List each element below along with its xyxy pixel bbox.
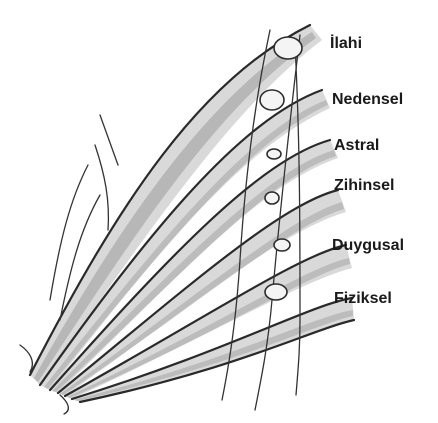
node-ilahi <box>274 37 302 59</box>
layer-label-zihinsel: Zihinsel <box>334 177 394 194</box>
node-nedensel <box>260 90 284 110</box>
layer-label-nedensel: Nedensel <box>332 91 403 108</box>
layer-label-fiziksel: Fiziksel <box>334 290 392 307</box>
horn-shading <box>30 25 354 402</box>
layer-label-ilahi: İlahi <box>330 34 362 52</box>
node-astral <box>267 149 281 159</box>
node-duygusal <box>274 239 290 251</box>
layer-label-astral: Astral <box>334 137 379 154</box>
node-zihinsel <box>265 192 279 204</box>
node-fiziksel <box>265 284 287 300</box>
layer-label-duygusal: Duygusal <box>332 237 404 254</box>
